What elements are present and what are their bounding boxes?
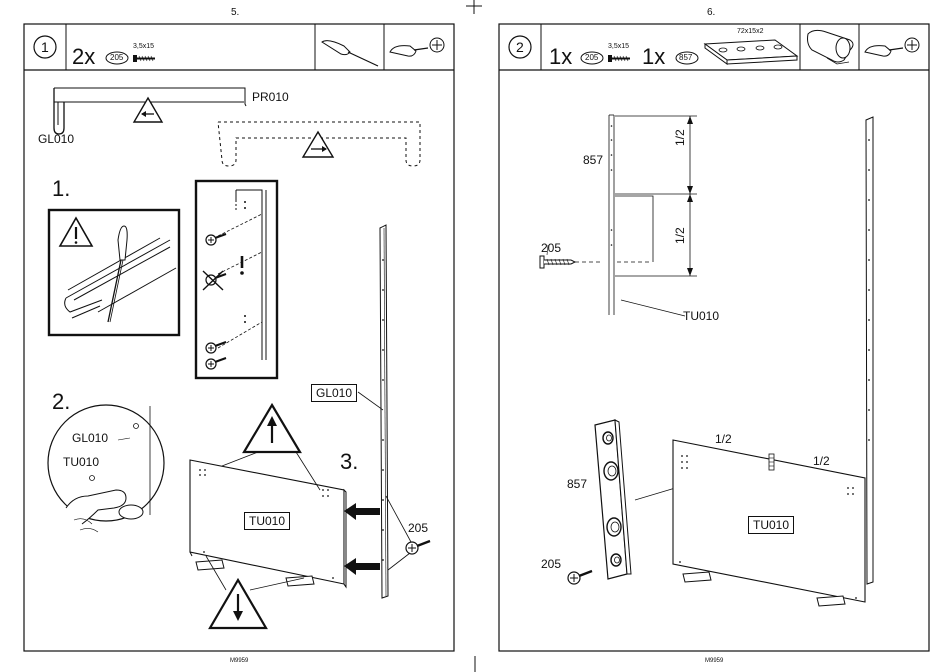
left-page: 5. 1 2x 205 3,5x15 PR010 GL010 1. 2. 3. … [0,0,475,672]
label-half-left: 1/2 [715,432,732,446]
substep-1: 1. [52,176,70,202]
label-857-bottom: 857 [567,477,587,491]
substep-3: 3. [340,449,358,475]
substep-2: 2. [52,389,70,415]
quantity-857: 1x [642,44,665,70]
label-tu010-box: TU010 [244,512,290,530]
part-ref-205: 205 [585,53,598,62]
label-gl010-box: GL010 [311,384,357,402]
phillips-screwdriver-icon [865,38,919,56]
right-page-drawing [475,0,950,672]
plate-size: 72x15x2 [737,28,763,35]
quantity: 2x [72,44,95,70]
part-ref-857: 857 [679,53,692,62]
arrow-right-icon [303,132,333,157]
phillips-screwdriver-icon [390,38,444,56]
push-arrow-icon [344,503,380,575]
footer-code: M9959 [705,658,723,664]
screw-icon [568,571,592,584]
label-tu010-zoom: TU010 [63,455,99,469]
screw-icon [608,55,630,62]
side-panel [380,225,388,598]
glue-tube-icon [808,30,854,64]
page-number: 5. [231,7,239,18]
left-page-drawing [0,0,475,672]
label-half-mid: 1/2 [673,227,687,244]
step-number: 2 [516,39,524,55]
label-gl010-zoom: GL010 [72,431,108,445]
label-half-top: 1/2 [673,129,687,146]
page-number: 6. [707,7,715,18]
label-tu010-box: TU010 [748,516,794,534]
label-gl010-top: GL010 [38,132,74,146]
right-page: 6. 2 1x 205 3,5x15 1x 857 72x15x2 857 1/… [475,0,950,672]
dimension-lines [615,116,697,316]
label-857-top: 857 [583,153,603,167]
screw-icon [133,55,155,62]
side-panel [866,117,873,584]
label-half-right: 1/2 [813,454,830,468]
plate-side-view [609,115,614,315]
quantity-205: 1x [549,44,572,70]
label-screw-205: 205 [408,521,428,535]
label-pr010: PR010 [252,90,289,104]
screwdriver-icon [322,41,378,66]
screw-size: 3,5x15 [608,43,629,50]
label-screw-205-bottom: 205 [541,557,561,571]
label-screw-205: 205 [541,241,561,255]
footer-code: M9959 [230,658,248,664]
plate-857-icon [705,40,797,64]
step-number: 1 [41,39,49,55]
label-tu010-top: TU010 [683,309,719,323]
part-ref: 205 [110,53,123,62]
screw-size: 3,5x15 [133,43,154,50]
